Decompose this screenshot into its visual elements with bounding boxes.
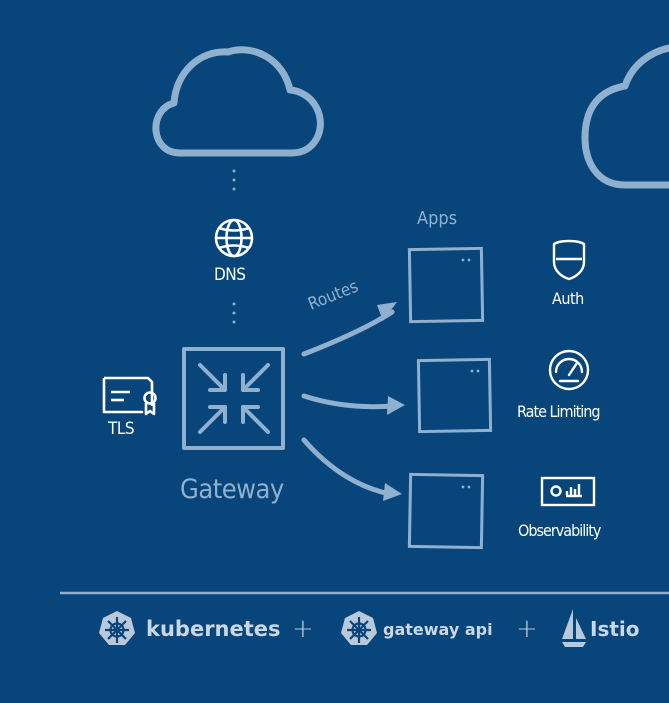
- gateway-label: Gateway: [180, 474, 284, 505]
- globe-icon: [214, 218, 254, 258]
- kubernetes-helm-icon: [99, 611, 135, 645]
- plus-separator: +: [516, 612, 538, 646]
- shield-icon: [552, 239, 586, 281]
- connector-dotted-line: [232, 302, 236, 324]
- tls-label: TLS: [108, 419, 135, 439]
- arrowhead-icons: [377, 302, 405, 501]
- plus-text: +: [292, 614, 314, 644]
- istio-sail-icon: [562, 609, 586, 647]
- cloud-icon: [581, 44, 669, 189]
- gateway-api-label: gateway api: [383, 619, 493, 639]
- istio-logo: Istio: [590, 612, 640, 646]
- certificate-icon: [102, 376, 157, 416]
- istio-label: Istio: [590, 617, 640, 641]
- gauge-icon: [548, 349, 590, 391]
- gateway-api-logo: gateway api: [383, 612, 493, 646]
- route-arrows: [301, 309, 395, 497]
- auth-label: Auth: [552, 289, 584, 308]
- kubernetes-logo: kubernetes: [146, 612, 281, 646]
- kubernetes-label: kubernetes: [146, 617, 281, 641]
- rate-limiting-label: Rate Limiting: [517, 402, 600, 421]
- plus-text: +: [516, 614, 538, 644]
- dns-label: DNS: [214, 265, 246, 285]
- plus-separator: +: [292, 612, 314, 646]
- app-box: [407, 246, 485, 324]
- gateway-icon: [182, 347, 285, 450]
- observability-label: Observability: [518, 521, 601, 540]
- app-box: [416, 357, 493, 434]
- cloud-icon: [152, 46, 324, 157]
- apps-label: Apps: [417, 208, 458, 229]
- app-box: [407, 472, 485, 550]
- gateway-api-helm-icon: [341, 611, 377, 645]
- connector-dotted-line: [232, 169, 236, 191]
- dashboard-icon: [540, 476, 596, 507]
